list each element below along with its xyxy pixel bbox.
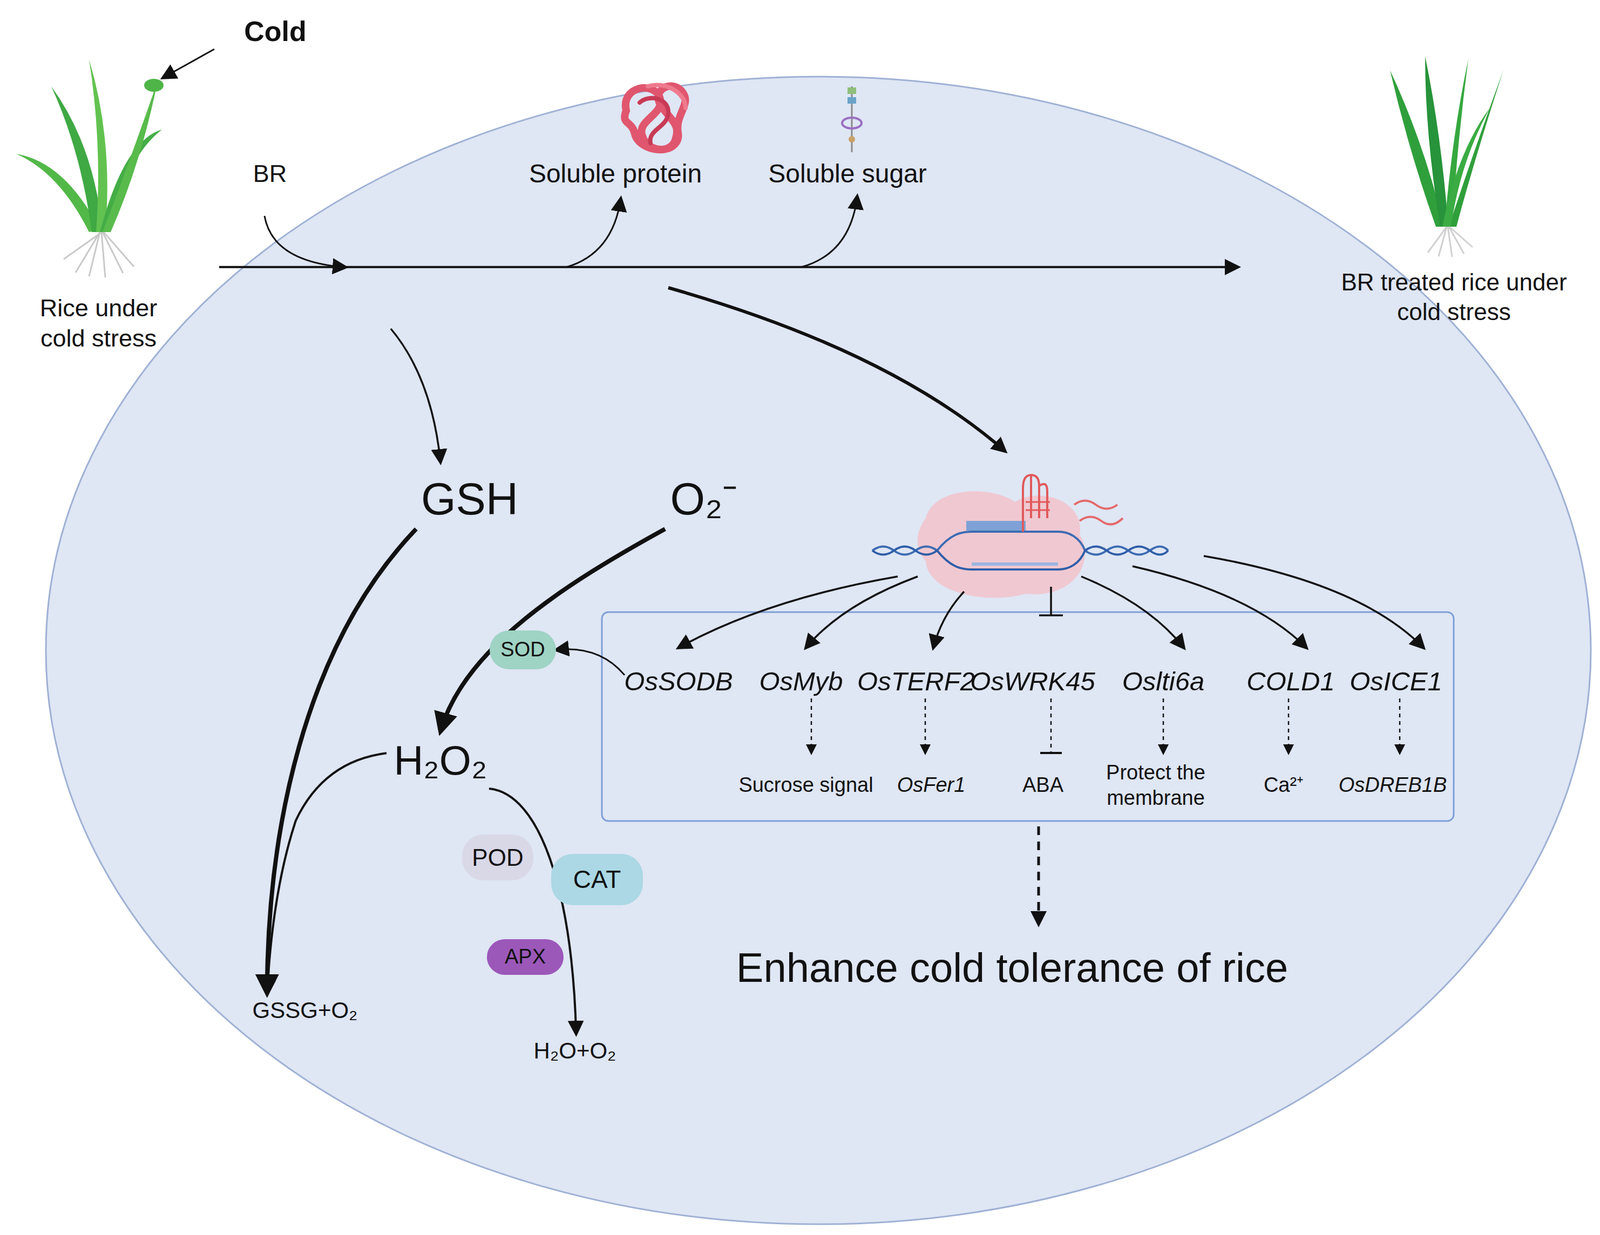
plant-node: Rice under cold stress (10, 51, 220, 354)
gene-node: OsICE1 (1350, 665, 1442, 699)
gene-node: OsTERF2 (859, 665, 973, 699)
node-text: Sucrose signal (738, 772, 873, 799)
product-node: H₂O+O₂ (512, 1033, 637, 1069)
node-text: Soluble sugar (768, 157, 927, 191)
enzyme-pill: POD (462, 834, 534, 881)
effect-node: ABA (1015, 753, 1070, 818)
node-text: GSH (421, 471, 519, 528)
pathway-arrow (668, 287, 1006, 452)
connector-arrow (924, 698, 927, 754)
node-text: OsMyb (758, 665, 843, 698)
treatment-label: BR (237, 156, 303, 192)
gene-node: Oslti6a (1114, 665, 1212, 699)
outcome-label: Enhance cold tolerance of rice (647, 939, 1377, 996)
cell-ellipse (45, 76, 1591, 1225)
node-text: O₂⁻ (670, 471, 738, 528)
node-text: OsICE1 (1349, 665, 1443, 698)
node-text: Soluble protein (529, 157, 702, 191)
gene-node: OsWRK45 (967, 665, 1098, 699)
connector-arrow (267, 753, 387, 994)
cold-arrow (163, 49, 215, 78)
connector-arrow (219, 266, 1238, 269)
product-node: Soluble protein (512, 156, 718, 192)
transcription-illustration (872, 475, 1169, 599)
node-text: APX (504, 944, 546, 971)
plant-node: BR treated rice under cold stress (1237, 51, 1590, 327)
node-text: Protect the membrane (1093, 760, 1218, 812)
regulation-arrows (678, 556, 1424, 648)
connector-arrow (1050, 698, 1053, 754)
effect-node: Sucrose signal (730, 753, 882, 818)
product-node: Soluble sugar (755, 156, 940, 192)
effect-node: OsFer1 (896, 753, 967, 818)
node-text: H₂O+O₂ (533, 1036, 617, 1066)
node-text: POD (471, 842, 524, 873)
node-text: Oslti6a (1122, 665, 1205, 698)
node-text: SOD (500, 636, 545, 663)
node-text: OsWRK45 (970, 665, 1095, 698)
product-node: GSSG+O₂ (232, 993, 378, 1028)
pathway-arrow (390, 328, 441, 463)
connector-arrow (1287, 698, 1290, 754)
node-text: COLD1 (1246, 665, 1335, 698)
connector-arrow (1399, 698, 1401, 754)
node-text: H₂O₂ (393, 734, 487, 786)
gene-node: COLD1 (1247, 665, 1334, 699)
gene-box (601, 612, 1454, 822)
sugar-icon (842, 86, 862, 153)
rice-plant (1390, 56, 1504, 257)
connector-arrow (440, 529, 666, 732)
node-text: OsDREB1B (1338, 772, 1448, 799)
effect-node: Protect the membrane (1093, 753, 1218, 818)
protein-icon (624, 84, 686, 150)
node-text: BR treated rice under cold stress (1318, 267, 1590, 327)
node-text: GSSG+O₂ (252, 996, 358, 1026)
node-text: CAT (573, 864, 622, 896)
enzyme-pill: CAT (551, 853, 643, 906)
br-arrow (264, 215, 346, 268)
connector-arrow (1162, 698, 1165, 754)
ros-node: H₂O₂ (386, 731, 495, 789)
outcome-arrow (1037, 826, 1041, 925)
product-arrow (801, 196, 858, 268)
product-arrow (566, 198, 621, 268)
effect-node: OsDREB1B (1336, 753, 1450, 818)
gene-node: OsSODB (624, 665, 733, 699)
connector-arrow (489, 788, 576, 1034)
metabolite-node: GSH (410, 469, 530, 530)
ros-node: O₂⁻ (660, 469, 748, 530)
enzyme-pill: SOD (489, 630, 557, 670)
connector-arrow (810, 698, 813, 754)
node-text: OsTERF2 (857, 665, 975, 698)
node-text: OsSODB (624, 665, 733, 698)
effect-node: Ca²⁺ (1259, 753, 1308, 818)
node-text: Rice under cold stress (25, 293, 172, 355)
node-text: Ca²⁺ (1263, 772, 1304, 799)
node-text: OsFer1 (897, 772, 966, 799)
gene-node: OsMyb (755, 665, 847, 699)
stress-label: Cold (232, 10, 319, 52)
connector-arrow (556, 649, 625, 676)
node-text: ABA (1022, 772, 1064, 799)
rice-plant (16, 59, 164, 278)
enzyme-pill: APX (486, 939, 564, 975)
